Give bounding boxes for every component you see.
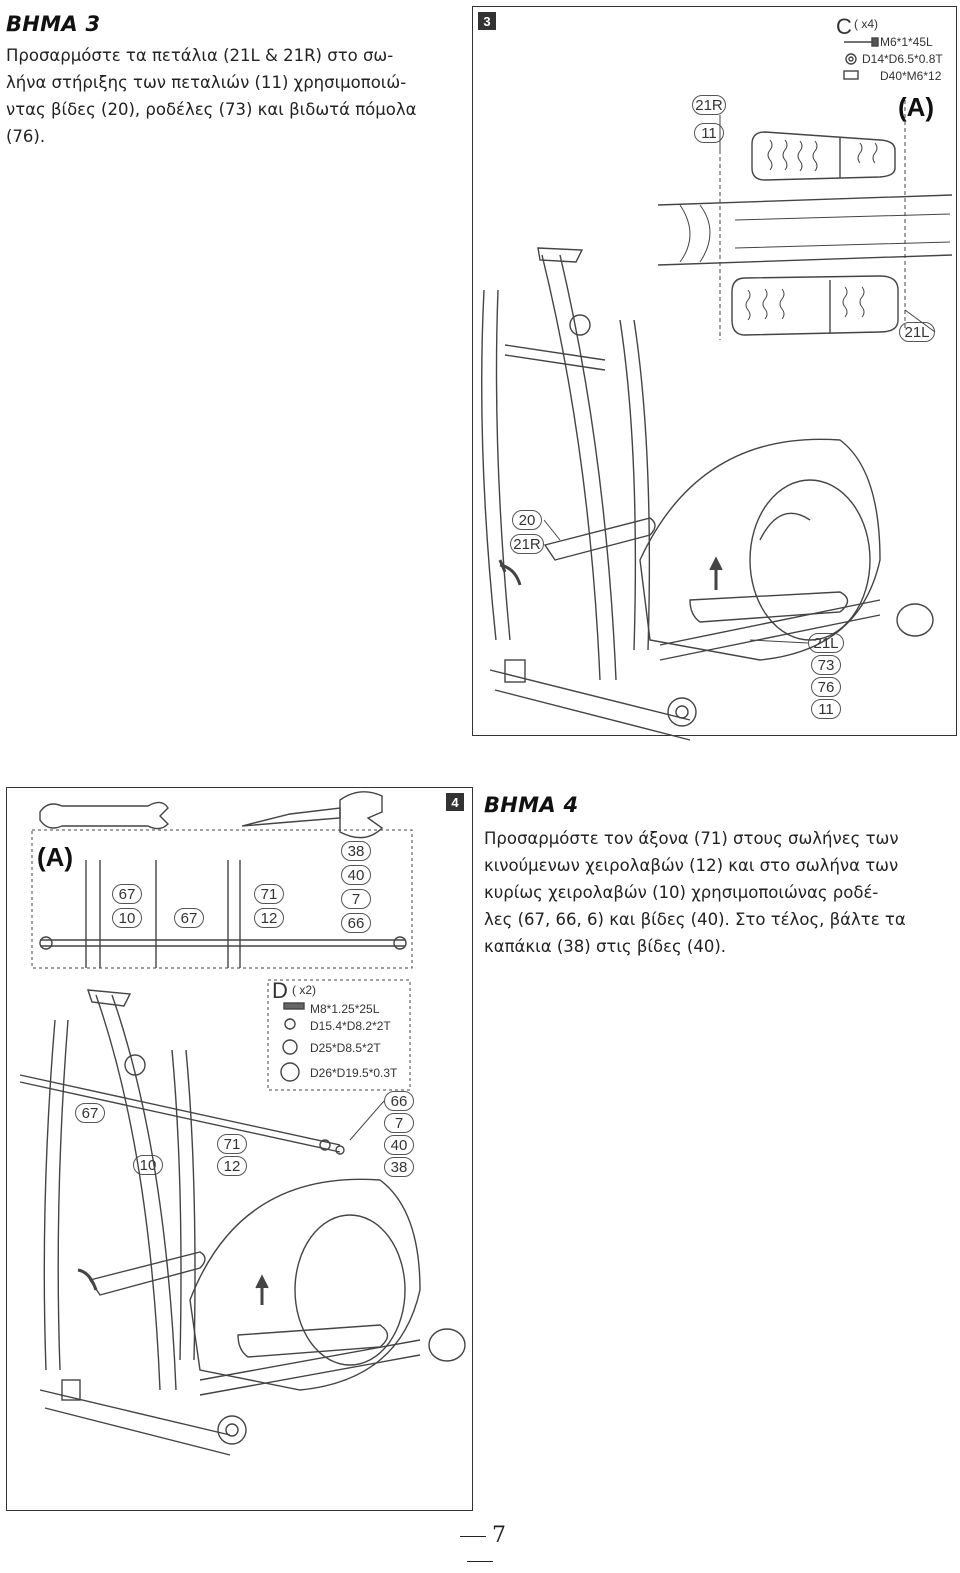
step4-callout: 12 — [217, 1156, 247, 1176]
step4-number-badge: 4 — [446, 793, 464, 811]
step4-detail-callout: 67 — [174, 908, 204, 928]
step4-title: ΒΗΜΑ 4 — [484, 793, 579, 817]
step4-hardware-qty: ( x2) — [292, 983, 316, 997]
step4-detail-callout: 66 — [341, 913, 371, 933]
step3-callout: 21R — [692, 95, 726, 115]
step4-callout: 10 — [133, 1155, 163, 1175]
step4-detail-callout: 71 — [254, 884, 284, 904]
step4-detail-callout: 38 — [341, 841, 371, 861]
step4-callout: 66 — [384, 1091, 414, 1111]
step3-callout: 73 — [811, 655, 841, 675]
step3-hardware-qty: ( x4) — [854, 17, 878, 31]
step3-hardware-item: D40*M6*12 — [880, 69, 942, 83]
step4-hardware-item: M8*1.25*25L — [310, 1002, 380, 1016]
step3-detail-label: (A) — [898, 92, 935, 122]
step3-instructions: Προσαρμόστε τα πετάλια (21L & 21R) στο σ… — [6, 42, 461, 150]
step4-callout: 71 — [217, 1134, 247, 1154]
step4-detail-callout: 10 — [112, 908, 142, 928]
step3-callout: 21R — [510, 534, 544, 554]
step4-instructions: Προσαρμόστε τον άξονα (71) στους σωλήνες… — [484, 825, 954, 960]
step4-detail-label: (A) — [37, 842, 74, 872]
step3-line: ντας βίδες (20), ροδέλες (73) και βιδωτά… — [6, 100, 417, 119]
step4-line: Προσαρμόστε τον άξονα (71) στους σωλήνες… — [484, 829, 899, 848]
step3-line: λήνα στήριξης των πεταλιών (11) χρησιμοπ… — [6, 73, 407, 92]
step4-line: καπάκια (38) στις βίδες (40). — [484, 937, 727, 956]
step3-line: (76). — [6, 127, 46, 146]
step4-line: λες (67, 66, 6) και βίδες (40). Στο τέλο… — [484, 910, 906, 929]
step3-figure-panel — [472, 6, 957, 736]
step4-line: κινούμενων χειρολαβών (12) και στο σωλήν… — [484, 856, 899, 875]
step4-hardware-item: D25*D8.5*2T — [310, 1041, 381, 1055]
step3-hardware-item: M6*1*45L — [880, 35, 933, 49]
step4-hardware-item: D15.4*D8.2*2T — [310, 1019, 391, 1033]
step4-callout: 7 — [384, 1113, 414, 1133]
step3-callout: 20 — [512, 510, 542, 530]
step4-callout: 38 — [384, 1157, 414, 1177]
step4-callout: 67 — [75, 1103, 105, 1123]
step4-detail-callout: 12 — [254, 908, 284, 928]
step3-callout: 11 — [694, 123, 724, 143]
step3-line: Προσαρμόστε τα πετάλια (21L & 21R) στο σ… — [6, 46, 394, 65]
step4-detail-callout: 40 — [341, 865, 371, 885]
step3-number-badge: 3 — [478, 12, 496, 30]
step4-hardware-title: D — [272, 978, 288, 1003]
step4-hardware-item: D26*D19.5*0.3T — [310, 1066, 398, 1080]
step3-hardware-title: C — [836, 14, 852, 39]
step3-hardware-item: D14*D6.5*0.8T — [862, 52, 943, 66]
step3-callout: 21L — [899, 322, 935, 342]
step4-line: κυρίως χειρολαβών (10) χρησιμοποιώνας ρο… — [484, 883, 879, 902]
step4-callout: 40 — [384, 1135, 414, 1155]
page-number: 7 — [440, 1523, 520, 1573]
step3-callout: 21L — [808, 633, 844, 653]
step3-title: ΒΗΜΑ 3 — [6, 12, 101, 36]
step3-callout: 76 — [811, 677, 841, 697]
step4-detail-callout: 67 — [112, 884, 142, 904]
step3-callout: 11 — [811, 699, 841, 719]
step4-detail-callout: 7 — [341, 889, 371, 909]
